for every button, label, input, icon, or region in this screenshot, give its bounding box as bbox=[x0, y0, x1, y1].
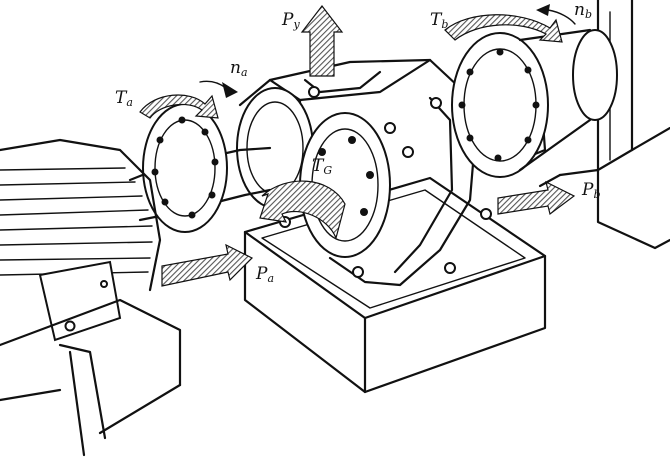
label-Tb: Tb bbox=[430, 10, 449, 31]
label-TG: TG bbox=[312, 156, 333, 177]
input-coupling bbox=[142, 103, 228, 233]
label-Ta: Ta bbox=[115, 88, 133, 109]
output-coupling bbox=[451, 28, 618, 178]
speed-arrow-nb bbox=[536, 4, 576, 25]
force-arrow-Pb bbox=[497, 180, 576, 216]
motor-base bbox=[0, 298, 182, 457]
label-Pa: Pa bbox=[256, 264, 275, 285]
force-arrow-Pa bbox=[161, 243, 254, 287]
motor-terminal-box bbox=[38, 260, 122, 342]
torque-arrow-Tb bbox=[444, 14, 563, 43]
torque-arrow-TG bbox=[259, 180, 346, 240]
speed-arrow-na bbox=[199, 80, 238, 98]
force-arrow-Py bbox=[300, 5, 344, 77]
label-Pb: Pb bbox=[582, 180, 601, 201]
electric-motor bbox=[0, 138, 162, 292]
label-Py: Py bbox=[282, 10, 300, 31]
label-nb: nb bbox=[574, 0, 592, 21]
label-na: na bbox=[230, 58, 248, 79]
torque-arrow-Ta bbox=[139, 94, 219, 119]
